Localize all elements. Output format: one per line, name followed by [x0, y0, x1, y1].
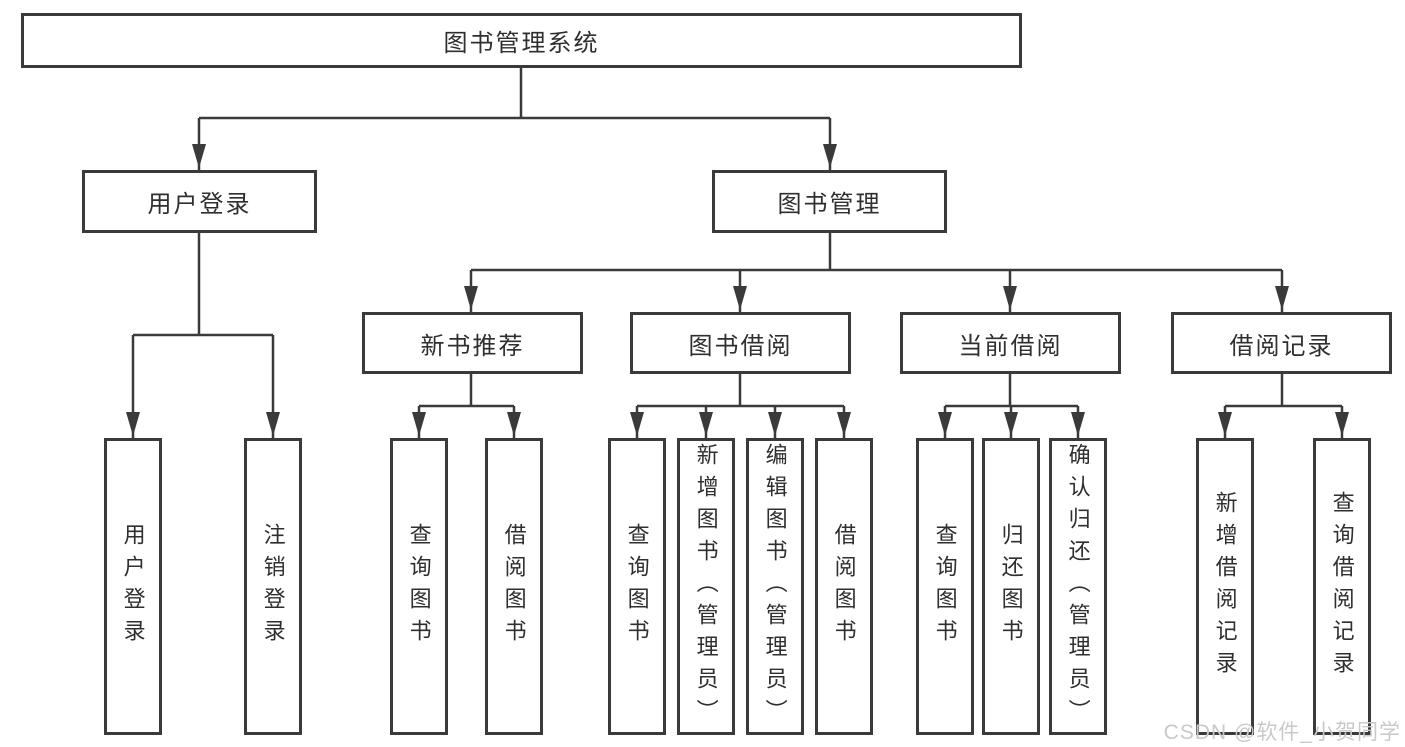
leaf-label: 借阅图书 [831, 522, 857, 651]
arrow-down-icon [1335, 412, 1349, 436]
leaf-query-books-2: 查询图书 [608, 438, 666, 735]
node-user-login: 用户登录 [82, 170, 317, 233]
node-book-management: 图书管理 [712, 170, 947, 233]
arrow-down-icon [938, 412, 952, 436]
leaf-label: 归还图书 [998, 522, 1024, 651]
leaf-label: 查询图书 [624, 522, 650, 651]
node-current-borrowing: 当前借阅 [900, 312, 1121, 374]
leaf-label: 编辑图书（管理员） [762, 442, 788, 731]
leaf-label: 查询借阅记录 [1329, 490, 1355, 683]
arrow-down-icon [266, 412, 280, 436]
leaf-edit-book-admin: 编辑图书（管理员） [746, 438, 804, 735]
leaf-borrow-books: 借阅图书 [485, 438, 543, 735]
arrow-down-icon [1275, 286, 1289, 310]
arrow-down-icon [1218, 412, 1232, 436]
arrow-down-icon [837, 412, 851, 436]
arrow-down-icon [699, 412, 713, 436]
arrow-down-icon [412, 412, 426, 436]
arrow-down-icon [126, 412, 140, 436]
leaf-label: 用户登录 [120, 522, 146, 651]
leaf-query-books-3: 查询图书 [916, 438, 974, 735]
arrow-down-icon [192, 144, 206, 168]
leaf-label: 借阅图书 [501, 522, 527, 651]
node-library-system: 图书管理系统 [21, 13, 1022, 68]
leaf-return-books: 归还图书 [982, 438, 1040, 735]
leaf-query-borrow-record: 查询借阅记录 [1313, 438, 1371, 735]
node-borrowing-records: 借阅记录 [1171, 312, 1392, 374]
leaf-label: 查询图书 [406, 522, 432, 651]
arrow-down-icon [1004, 412, 1018, 436]
leaf-borrow-books-2: 借阅图书 [815, 438, 873, 735]
watermark: CSDN @软件_小贺同学 [1163, 721, 1401, 744]
leaf-label: 新增图书（管理员） [693, 442, 719, 731]
leaf-confirm-return-admin: 确认归还（管理员） [1049, 438, 1107, 735]
leaf-add-book-admin: 新增图书（管理员） [677, 438, 735, 735]
arrow-down-icon [1003, 286, 1017, 310]
arrow-down-icon [768, 412, 782, 436]
arrow-down-icon [507, 412, 521, 436]
leaf-query-books: 查询图书 [390, 438, 448, 735]
arrow-down-icon [464, 286, 478, 310]
arrow-down-icon [733, 286, 747, 310]
leaf-label: 查询图书 [932, 522, 958, 651]
arrow-down-icon [630, 412, 644, 436]
leaf-user-login: 用户登录 [104, 438, 162, 735]
leaf-add-borrow-record: 新增借阅记录 [1196, 438, 1254, 735]
leaf-label: 新增借阅记录 [1212, 490, 1238, 683]
leaf-label: 注销登录 [260, 522, 286, 651]
node-book-borrowing: 图书借阅 [630, 312, 851, 374]
leaf-logout: 注销登录 [244, 438, 302, 735]
arrow-down-icon [823, 144, 837, 168]
arrow-down-icon [1071, 412, 1085, 436]
node-new-book-recommendation: 新书推荐 [362, 312, 583, 374]
leaf-label: 确认归还（管理员） [1065, 442, 1091, 731]
